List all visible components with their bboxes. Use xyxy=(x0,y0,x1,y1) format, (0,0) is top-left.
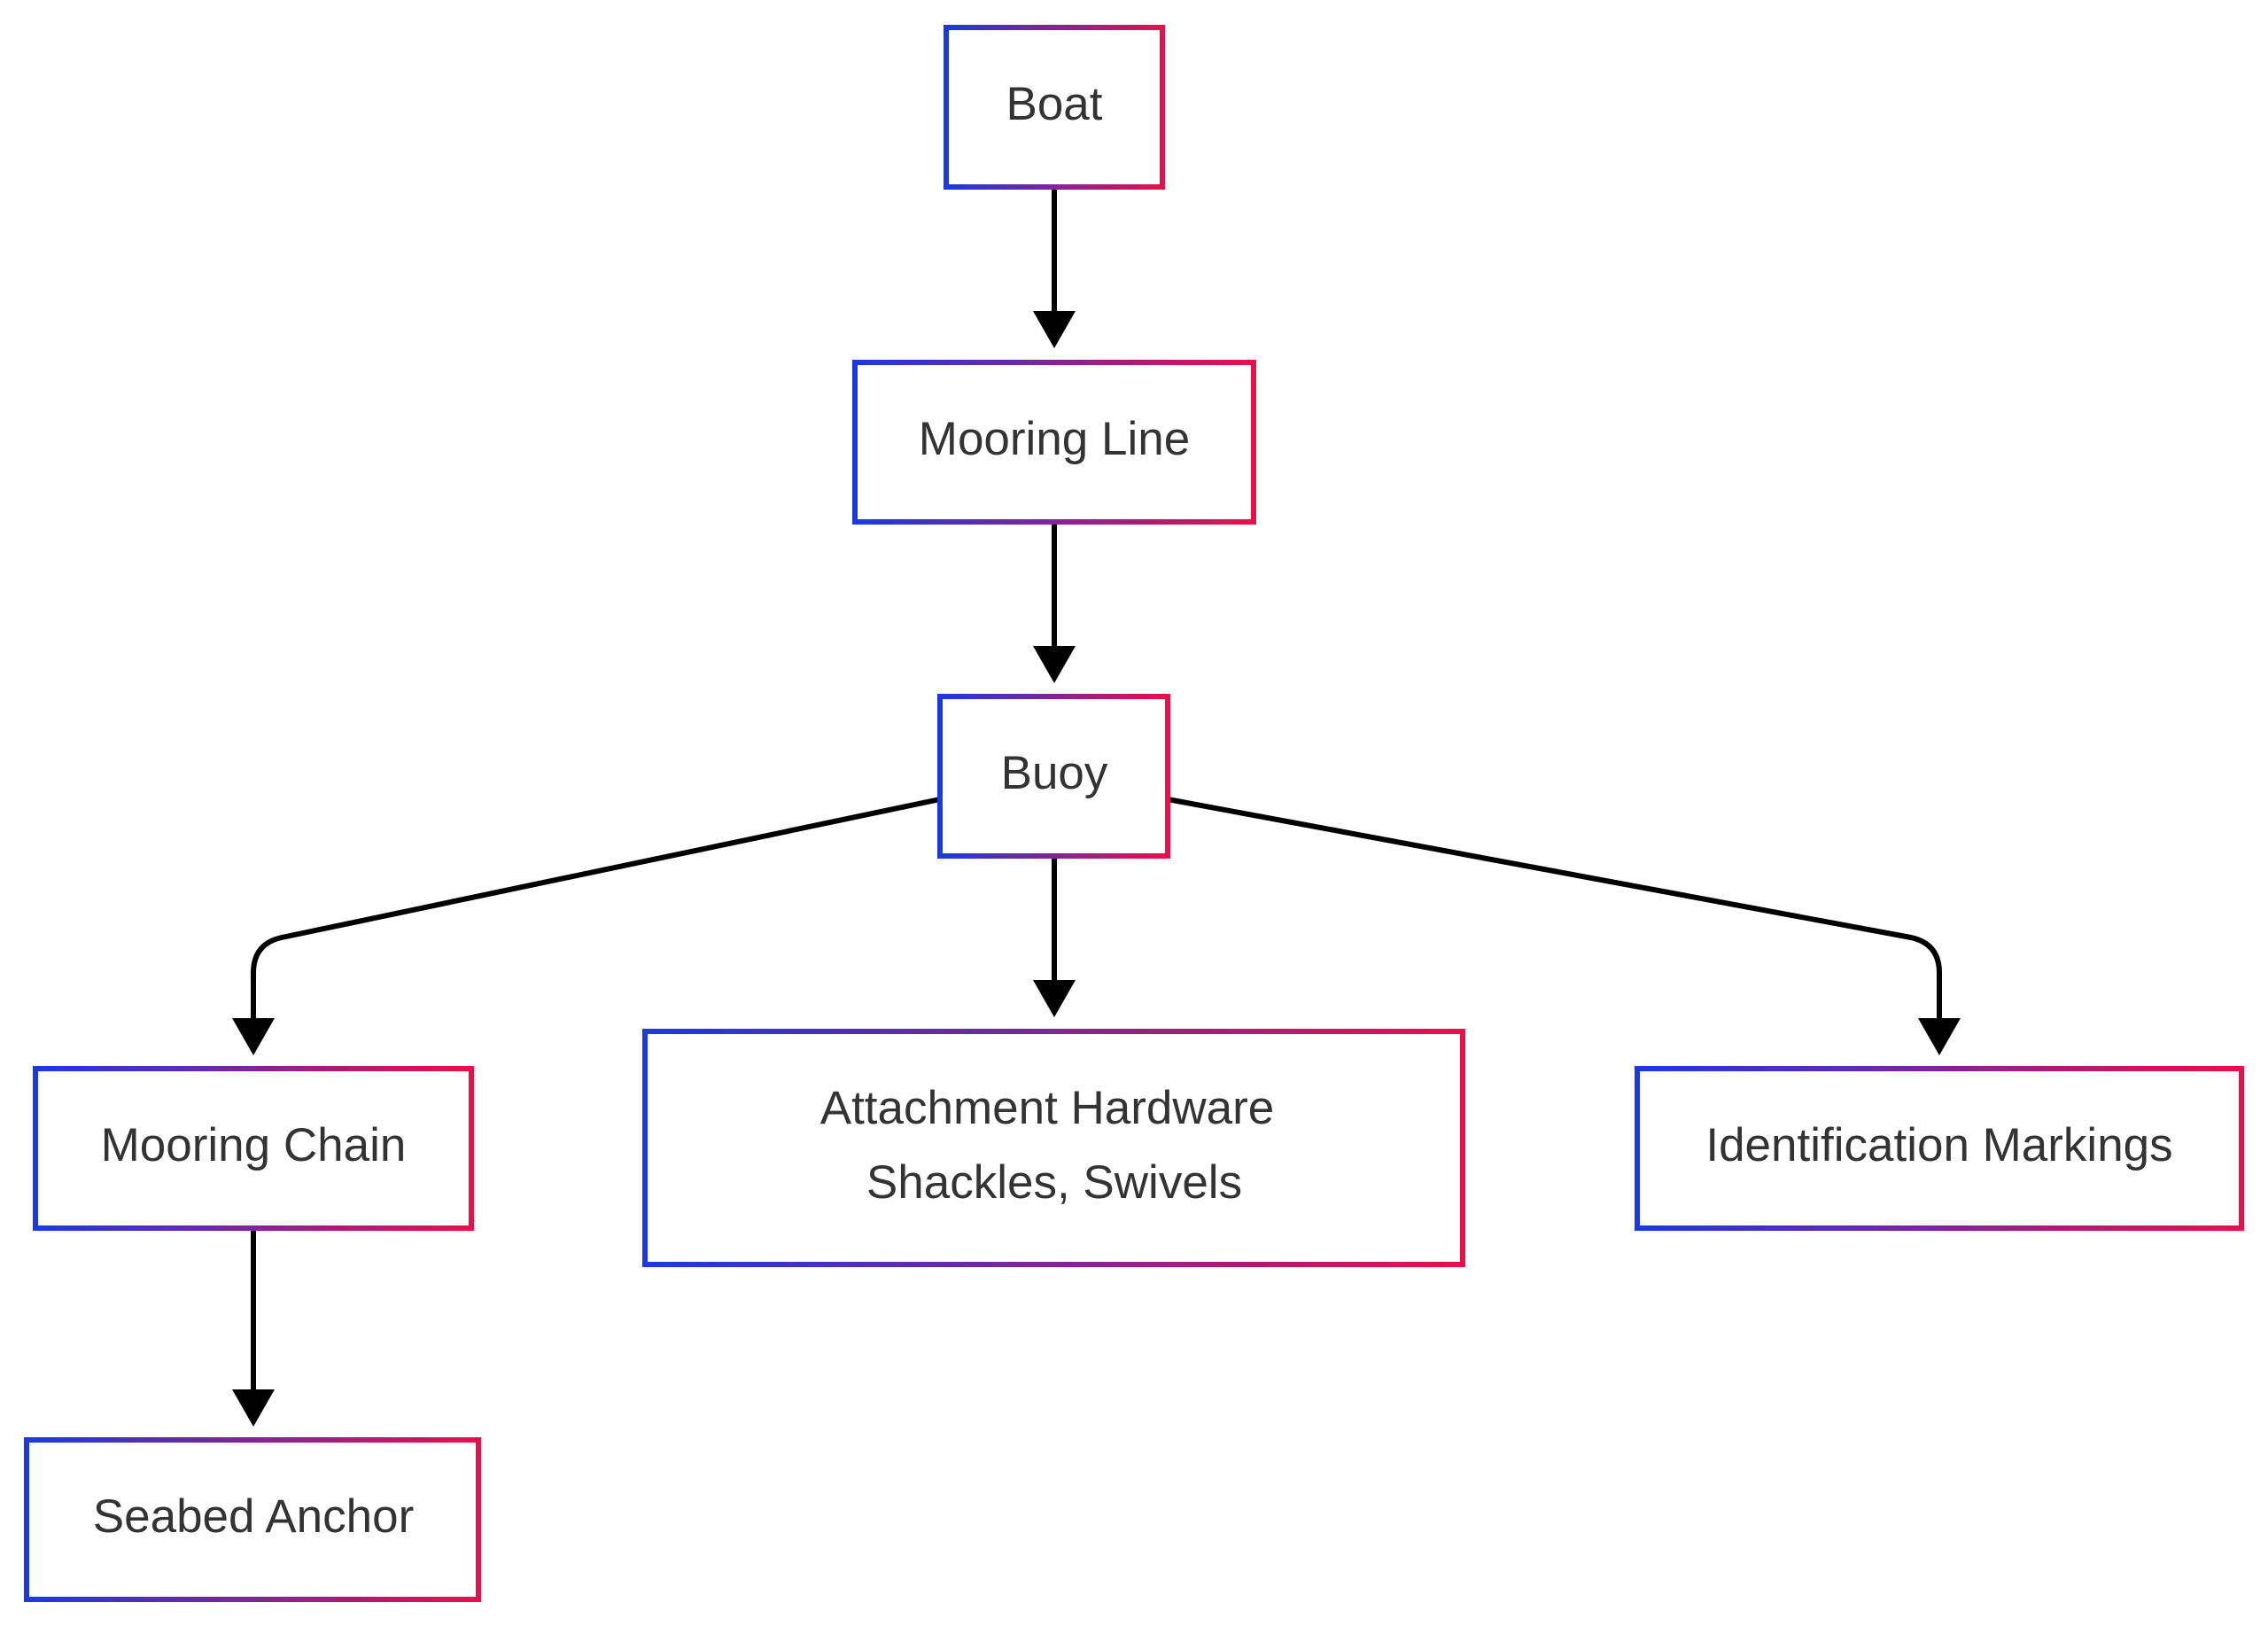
arrowhead xyxy=(232,1389,275,1427)
arrowhead xyxy=(1033,646,1076,683)
node-mooring-chain[interactable]: Mooring Chain xyxy=(33,1066,474,1231)
edge-mooring-line-to-buoy xyxy=(1033,523,1076,683)
node-label: Mooring Line xyxy=(919,413,1190,465)
edge-boat-to-mooring-line xyxy=(1033,189,1076,348)
node-label: Mooring Chain xyxy=(101,1119,407,1171)
edge-buoy-to-attachment-hardware xyxy=(1033,857,1076,1017)
arrowhead xyxy=(1033,311,1076,348)
arrowhead xyxy=(232,1018,275,1055)
node-boat[interactable]: Boat xyxy=(944,25,1165,190)
node-label: Seabed Anchor xyxy=(93,1490,414,1543)
arrowhead xyxy=(1033,980,1076,1017)
node-label: Boat xyxy=(1006,78,1102,130)
arrowhead xyxy=(1918,1018,1961,1055)
node-label-line-1: Attachment Hardware xyxy=(820,1082,1275,1134)
edge-buoy-to-identification-markings xyxy=(1167,797,1961,1055)
node-attachment-hardware[interactable]: Attachment Hardware Shackles, Swivels xyxy=(642,1029,1465,1267)
edge-mooring-chain-to-seabed-anchor xyxy=(232,1229,275,1427)
node-label: Identification Markings xyxy=(1705,1119,2172,1171)
node-seabed-anchor[interactable]: Seabed Anchor xyxy=(24,1437,481,1602)
edge-buoy-to-mooring-chain xyxy=(232,797,941,1055)
node-identification-markings[interactable]: Identification Markings xyxy=(1635,1066,2244,1231)
node-mooring-line[interactable]: Mooring Line xyxy=(852,360,1256,525)
edges xyxy=(232,189,1961,1427)
node-label-line-2: Shackles, Swivels xyxy=(866,1156,1242,1209)
node-buoy[interactable]: Buoy xyxy=(937,694,1170,859)
node-label: Buoy xyxy=(1001,747,1108,799)
